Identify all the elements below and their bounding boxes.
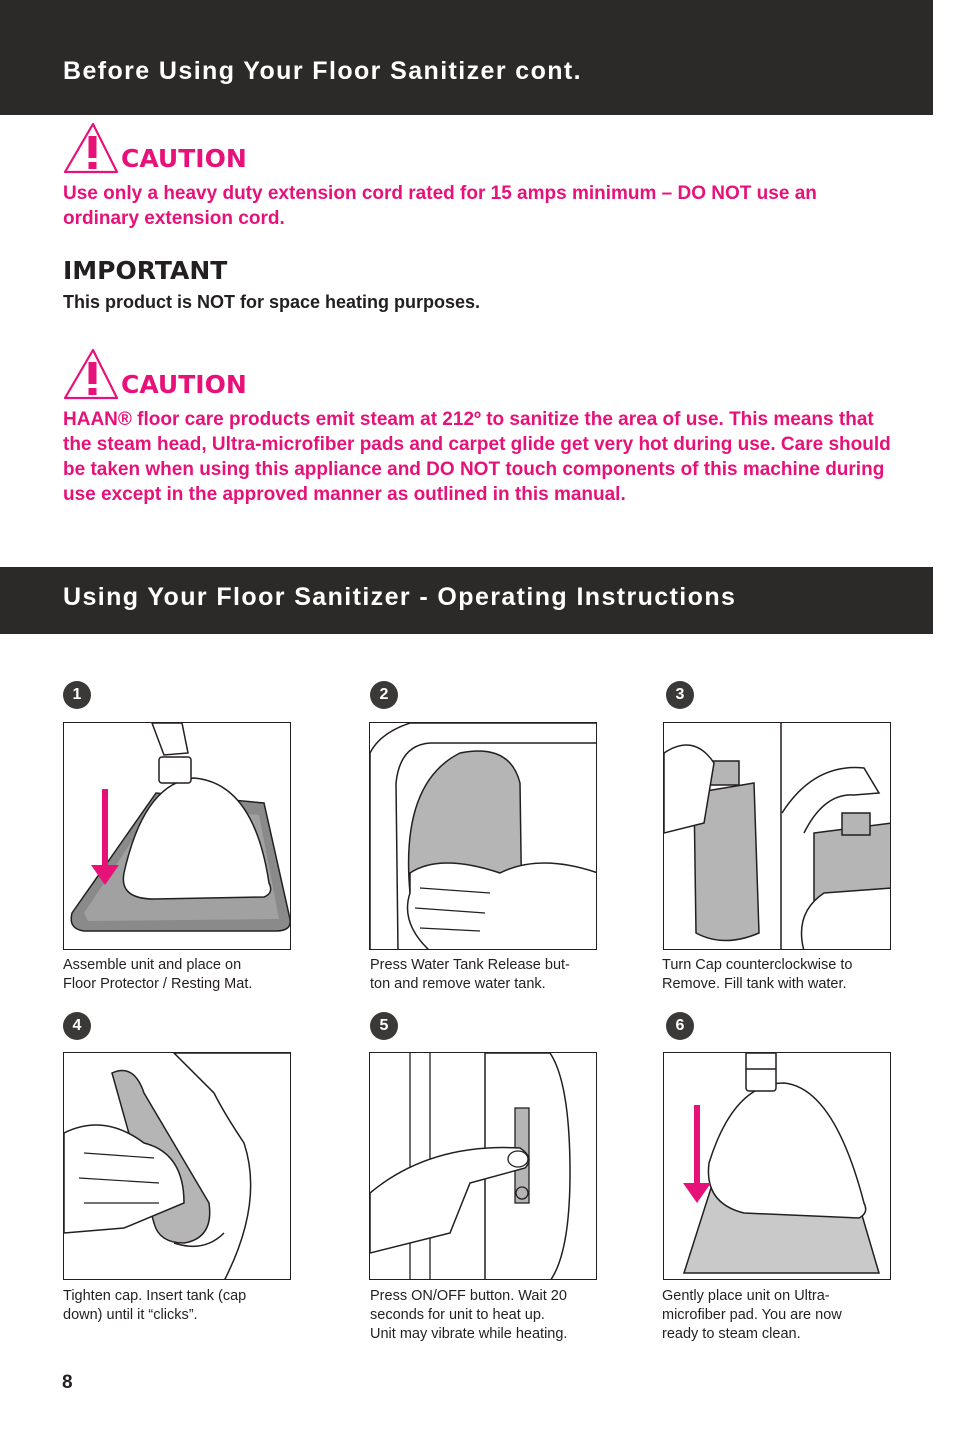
- page-number: 8: [62, 1372, 73, 1393]
- warning-triangle-icon: [63, 348, 119, 400]
- step-illustration: [63, 1052, 291, 1280]
- section-header-before-using: Before Using Your Floor Sanitizer cont.: [0, 0, 933, 115]
- step-caption: Tighten cap. Insert tank (cap down) unti…: [63, 1288, 247, 1323]
- step-illustration: [663, 722, 891, 950]
- step-caption: Press Water Tank Release but- ton and re…: [370, 957, 570, 992]
- step-number: 3: [666, 681, 694, 709]
- step-number: 2: [370, 681, 398, 709]
- caution-text: Use only a heavy duty extension cord rat…: [63, 183, 817, 229]
- important-text: This product is NOT for space heating pu…: [63, 292, 481, 312]
- section-title: Using Your Floor Sanitizer - Operating I…: [63, 583, 737, 611]
- step-caption: Gently place unit on Ultra- microfiber p…: [662, 1288, 842, 1342]
- step-number: 1: [63, 681, 91, 709]
- step-number: 4: [63, 1012, 91, 1040]
- step-illustration: [369, 722, 597, 950]
- important-label: IMPORTANT: [63, 256, 228, 285]
- warning-triangle-icon: [63, 122, 119, 174]
- step-caption: Assemble unit and place on Floor Protect…: [63, 957, 253, 992]
- section-header-operating-instructions: Using Your Floor Sanitizer - Operating I…: [0, 567, 933, 634]
- step-number: 6: [666, 1012, 694, 1040]
- section-title: Before Using Your Floor Sanitizer cont.: [63, 57, 583, 85]
- step-caption: Press ON/OFF button. Wait 20 seconds for…: [370, 1288, 568, 1342]
- caution-label: CAUTION: [121, 370, 247, 399]
- step-number: 5: [370, 1012, 398, 1040]
- step-illustration: [663, 1052, 891, 1280]
- caution-label: CAUTION: [121, 144, 247, 173]
- caution-text: HAAN® floor care products emit steam at …: [63, 409, 891, 505]
- step-caption: Turn Cap counterclockwise to Remove. Fil…: [662, 957, 853, 992]
- step-illustration: [369, 1052, 597, 1280]
- step-illustration: [63, 722, 291, 950]
